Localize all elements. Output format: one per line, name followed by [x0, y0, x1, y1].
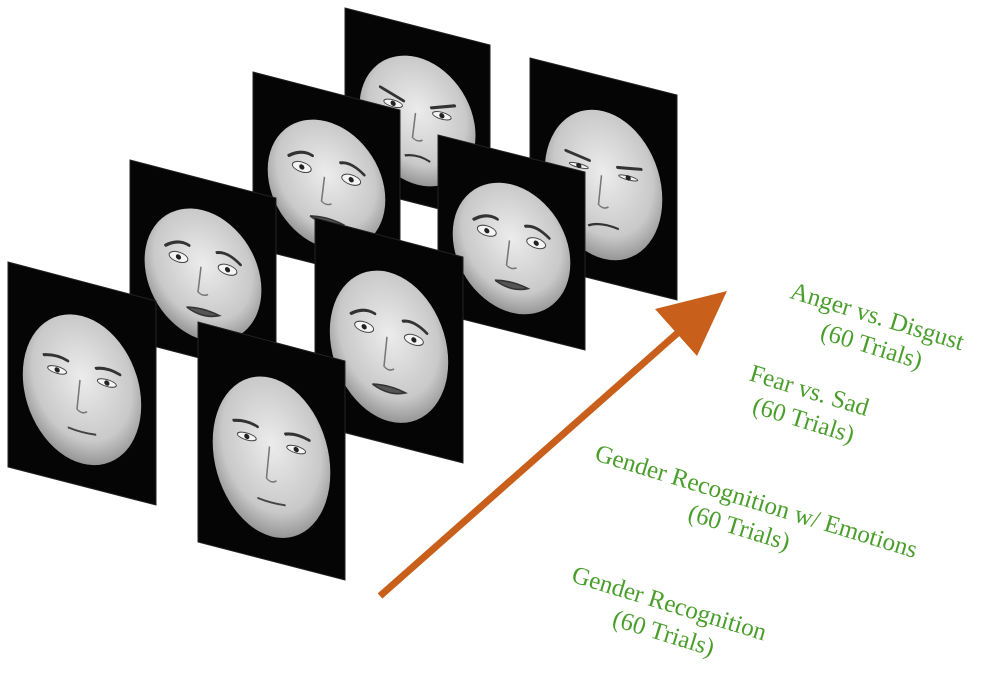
face-card: [314, 217, 464, 464]
face-card-stack: [7, 7, 678, 581]
arrow-head-icon: [655, 291, 727, 356]
female-neutral-face-icon: [212, 376, 331, 538]
face-card: [197, 321, 346, 581]
stage-3-label: Fear vs. Sad (60 Trials): [738, 360, 878, 452]
face-card: [7, 261, 157, 506]
female-fear-face-icon: [144, 208, 262, 342]
face-card: [437, 134, 586, 351]
stage-1-label: Gender Recognition (60 Trials): [560, 561, 776, 676]
stage-4-label: Anger vs. Disgust (60 Trials): [778, 278, 973, 387]
arrow-shaft: [377, 319, 693, 599]
male-fear-face-icon: [329, 270, 449, 423]
stage-2-label: Gender Recognition w/ Emotions (60 Trial…: [583, 440, 926, 594]
progression-arrow: [377, 291, 727, 599]
face-card: [129, 159, 277, 379]
female-fear-face-icon: [267, 119, 386, 250]
face-card: [252, 71, 401, 286]
male-neutral-face-icon: [22, 314, 142, 466]
male-fear-face-icon: [452, 182, 571, 315]
stage-labels: Anger vs. Disgust (60 Trials) Fear vs. S…: [560, 278, 973, 676]
